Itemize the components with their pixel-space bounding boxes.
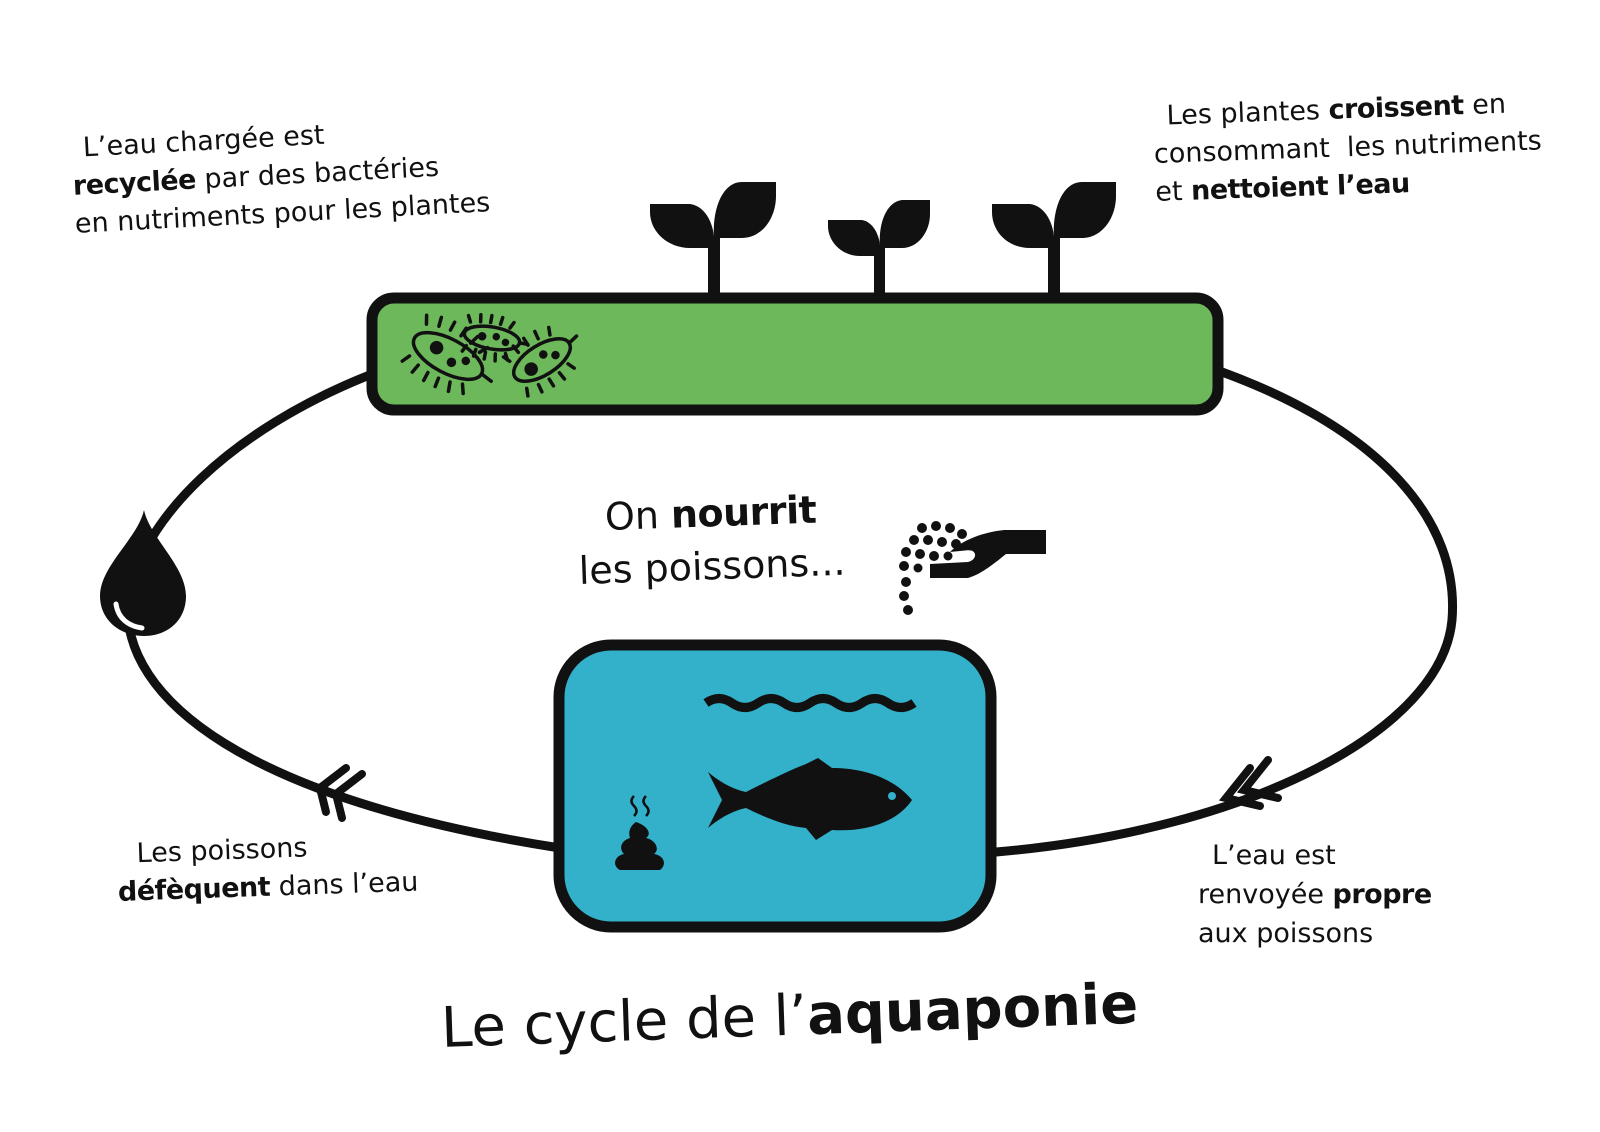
fish-icon <box>708 758 912 840</box>
arrow-icon <box>1218 756 1282 810</box>
feed-pre: On <box>604 492 672 539</box>
water-waves-icon <box>703 694 917 712</box>
plants-pre: Les plantes <box>1166 94 1330 132</box>
poop-icon <box>615 795 664 870</box>
feed-label-line1: On nourrit <box>576 483 844 545</box>
feed-label: On nourrit les poissons... <box>576 483 846 599</box>
defecate-rest: dans l’eau <box>269 866 419 903</box>
title-prefix: Le cycle de l’ <box>440 983 809 1061</box>
return-label: L’eau est renvoyée propre aux poissons <box>1198 836 1432 953</box>
return-pre: renvoyée <box>1198 879 1333 911</box>
plants-line3-bold: nettoient l’eau <box>1190 167 1411 207</box>
feeding-hand-icon <box>899 521 1046 615</box>
defecate-label: Les poissons défèquent dans l’eau <box>116 826 419 912</box>
plant-icon <box>650 182 776 300</box>
grow-bed <box>366 292 1224 416</box>
plants-label: Les plantes croissent en consommant les … <box>1152 84 1544 211</box>
return-label-line1: L’eau est <box>1212 840 1336 871</box>
return-label-line2: renvoyée propre <box>1198 875 1432 914</box>
feed-bold: nourrit <box>670 487 817 537</box>
plants-bold: croissent <box>1327 90 1465 126</box>
plants-post: en <box>1463 88 1507 122</box>
return-bold: propre <box>1332 879 1433 911</box>
plant-icon <box>992 182 1116 300</box>
recycle-label: L’eau chargée est recyclée par des bacté… <box>70 108 491 243</box>
title-bold: aquaponie <box>805 971 1140 1049</box>
water-drop-icon <box>100 510 186 636</box>
plants-line3-pre: et <box>1154 175 1192 208</box>
arrow-icon <box>315 764 366 822</box>
feed-label-line2: les poissons... <box>577 539 847 594</box>
recycle-bold: recyclée <box>72 164 197 202</box>
plant-icon <box>828 200 930 300</box>
bacteria-icon <box>400 312 579 398</box>
defecate-bold: défèquent <box>117 871 271 908</box>
return-label-line3: aux poissons <box>1198 918 1374 950</box>
